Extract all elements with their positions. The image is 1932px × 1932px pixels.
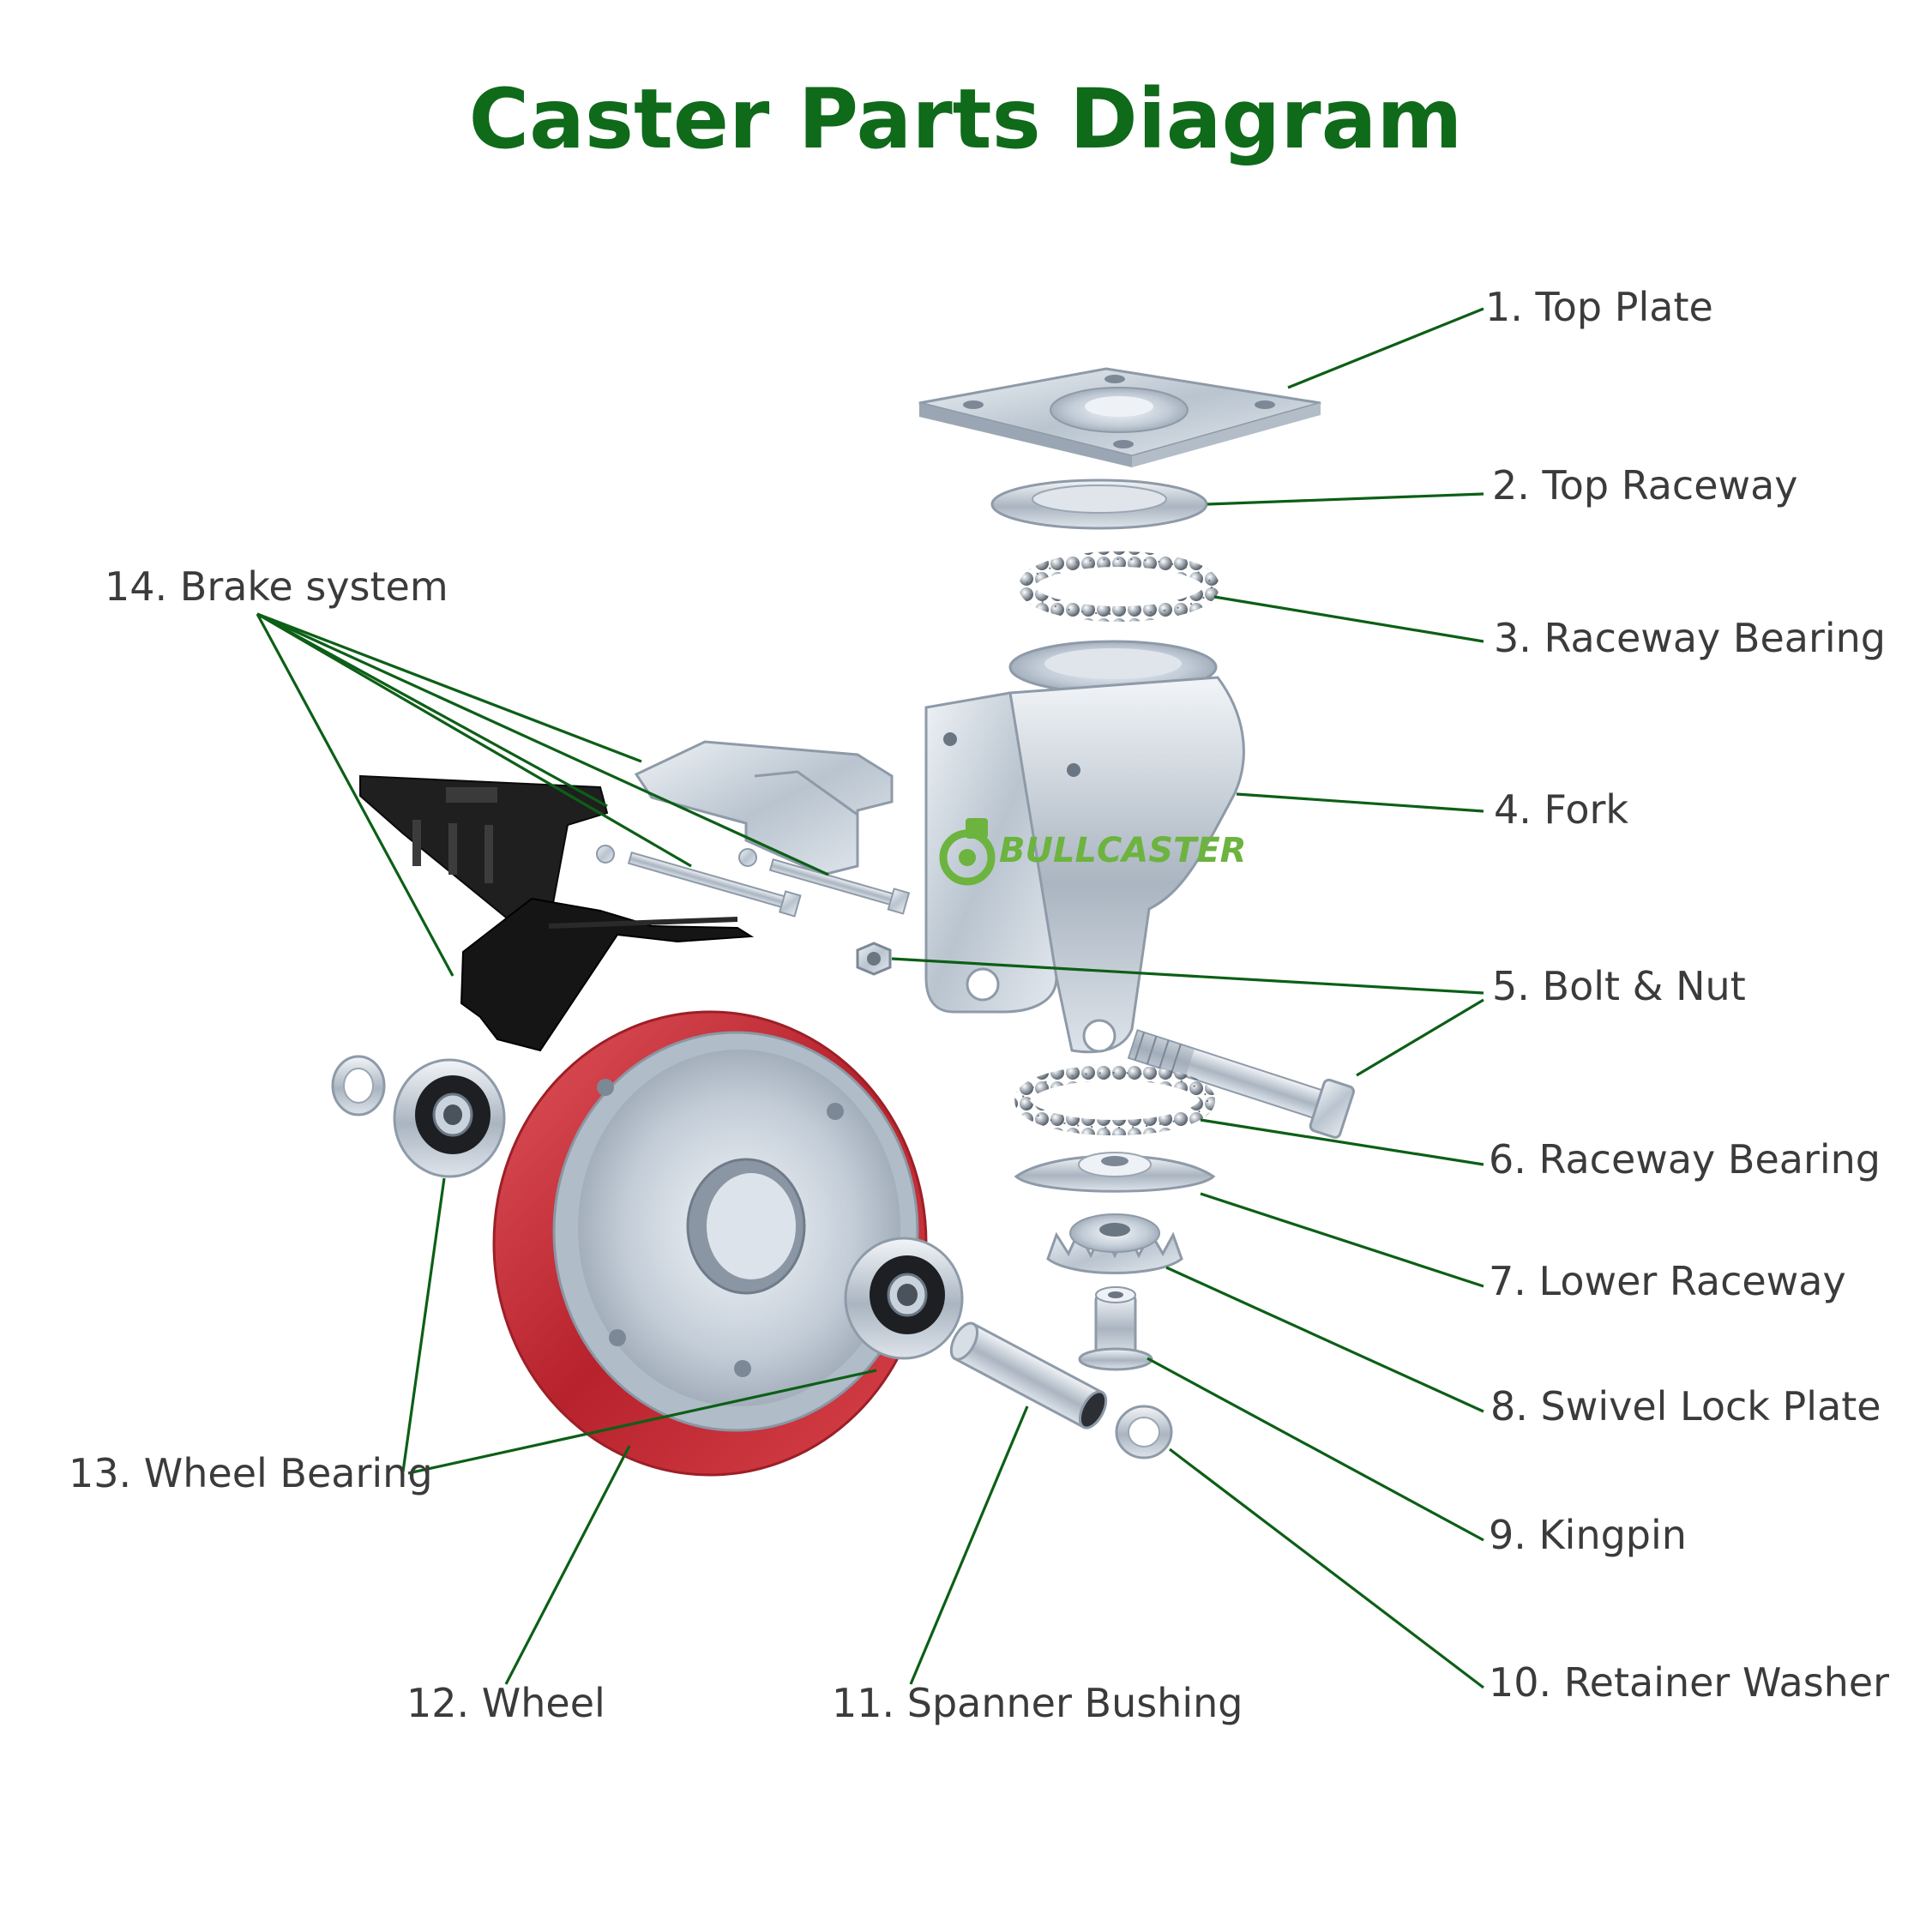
raceway-bearing-illustration-top — [1019, 551, 1219, 622]
leader-bolt-nut-b — [1356, 998, 1484, 1077]
wheel-illustration — [492, 1010, 964, 1477]
retainer-washer-illustration — [1115, 1405, 1173, 1460]
leader-brake-4 — [256, 612, 642, 763]
leader-raceway-bearing-top — [1213, 595, 1484, 643]
leader-wheel-bearing-a — [401, 1177, 446, 1472]
raceway-bearing-illustration-lower — [1014, 1065, 1215, 1135]
leader-lower-raceway — [1200, 1192, 1484, 1288]
leader-brake-5 — [256, 612, 829, 876]
label-retainer-washer: 10. Retainer Washer — [1489, 1659, 1889, 1706]
label-wheel: 12. Wheel — [406, 1680, 605, 1726]
lower-raceway-illustration — [1014, 1152, 1216, 1193]
leader-fork — [1236, 792, 1484, 813]
label-swivel-lock-plate: 8. Swivel Lock Plate — [1490, 1383, 1881, 1429]
kingpin-illustration — [1078, 1286, 1153, 1371]
leader-lines — [256, 307, 1484, 1689]
wheel-bearing-illustration — [331, 1055, 506, 1178]
label-lower-raceway: 7. Lower Raceway — [1489, 1258, 1846, 1304]
leader-bolt-nut-a — [891, 957, 1484, 995]
leader-swivel-lock-plate — [1165, 1266, 1484, 1413]
leader-raceway-bearing-lower — [1200, 1118, 1484, 1166]
leader-kingpin — [1147, 1357, 1484, 1542]
label-kingpin: 9. Kingpin — [1489, 1512, 1687, 1558]
leader-top-raceway — [1207, 492, 1484, 506]
leader-brake-1 — [256, 613, 454, 977]
leader-wheel — [504, 1445, 631, 1685]
top-plate-illustration — [918, 367, 1321, 467]
brake-system-illustration — [359, 740, 911, 1052]
brand-name: BULLCASTER — [999, 831, 1246, 870]
leader-brake-2 — [256, 612, 608, 808]
leader-top-plate — [1287, 307, 1484, 389]
swivel-lock-plate-illustration — [1046, 1213, 1183, 1274]
label-spanner-bushing: 11. Spanner Bushing — [832, 1680, 1243, 1726]
leader-retainer-washer — [1169, 1447, 1484, 1689]
leader-brake-3 — [256, 612, 692, 868]
leader-spanner-bushing — [909, 1405, 1029, 1685]
fork-illustration: BULLCASTER — [924, 640, 1246, 1054]
label-brake-system: 14. Brake system — [105, 563, 448, 610]
label-raceway-bearing-top: 3. Raceway Bearing — [1494, 615, 1886, 661]
part-labels: 1. Top Plate 2. Top Raceway 3. Raceway B… — [69, 284, 1889, 1726]
label-fork: 4. Fork — [1494, 786, 1628, 833]
diagram-title: Caster Parts Diagram — [469, 71, 1463, 167]
spanner-bushing-illustration — [949, 1321, 1108, 1429]
label-top-plate: 1. Top Plate — [1485, 284, 1713, 330]
label-bolt-nut: 5. Bolt & Nut — [1492, 963, 1746, 1009]
top-raceway-illustration — [990, 478, 1208, 530]
label-wheel-bearing: 13. Wheel Bearing — [69, 1450, 433, 1496]
bullcaster-logo — [939, 818, 996, 886]
label-raceway-bearing-lower: 6. Raceway Bearing — [1489, 1136, 1881, 1183]
leader-wheel-bearing-b — [407, 1369, 877, 1475]
bolt-and-nut-illustration — [856, 942, 1355, 1139]
label-top-raceway: 2. Top Raceway — [1492, 462, 1798, 509]
